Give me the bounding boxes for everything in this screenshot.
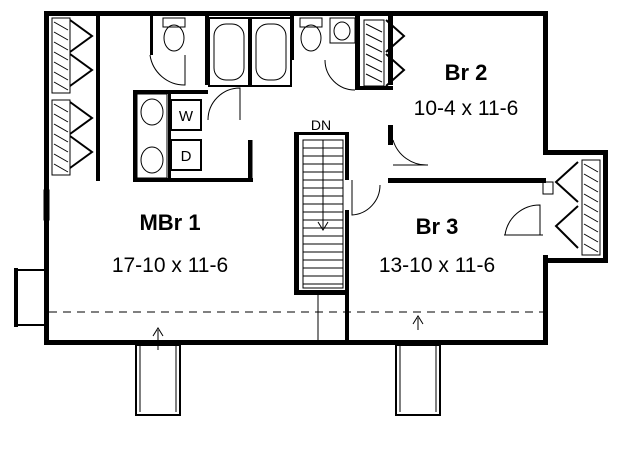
closet-br3 bbox=[542, 159, 601, 256]
stair-direction-label: DN bbox=[311, 117, 331, 133]
window-left bbox=[43, 189, 50, 221]
room-name-br2: Br 2 bbox=[445, 60, 488, 85]
exterior-walls bbox=[44, 11, 608, 345]
dryer-label: D bbox=[181, 148, 192, 165]
room-br2: Br 2 10-4 x 11-6 bbox=[414, 60, 519, 120]
room-name-br3: Br 3 bbox=[416, 214, 459, 239]
porch-right bbox=[395, 315, 441, 416]
room-size-mbr1: 17-10 x 11-6 bbox=[112, 254, 228, 277]
fireplace-chimney bbox=[14, 268, 47, 327]
room-size-br2: 10-4 x 11-6 bbox=[414, 97, 519, 120]
stairs bbox=[302, 139, 344, 289]
room-size-br3: 13-10 x 11-6 bbox=[379, 254, 495, 277]
closet-master-left bbox=[51, 17, 94, 176]
interior-walls bbox=[96, 15, 546, 345]
washer-label: W bbox=[179, 108, 194, 125]
dryer: D bbox=[181, 148, 192, 165]
doors bbox=[149, 54, 543, 236]
washer: W bbox=[179, 108, 194, 125]
closet-br2 bbox=[360, 19, 406, 90]
porch-left bbox=[135, 327, 181, 416]
room-name-mbr1: MBr 1 bbox=[139, 210, 200, 235]
room-mbr1: MBr 1 17-10 x 11-6 bbox=[112, 210, 228, 277]
bath-fixtures bbox=[136, 17, 356, 179]
room-br3: Br 3 13-10 x 11-6 bbox=[379, 214, 495, 277]
